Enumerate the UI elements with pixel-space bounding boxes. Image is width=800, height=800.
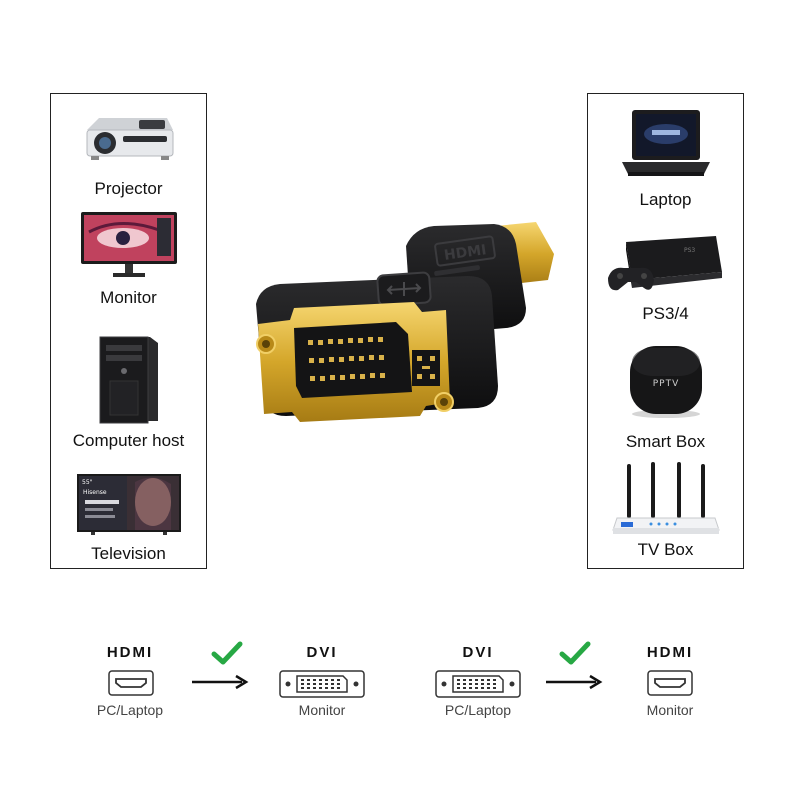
from-caption: PC/Laptop bbox=[96, 702, 164, 718]
checkmark-icon bbox=[211, 641, 243, 665]
device-smart-box: PPTV Smart Box bbox=[588, 342, 743, 452]
projector-icon bbox=[86, 118, 173, 160]
laptop-icon bbox=[621, 110, 710, 176]
checkmark-icon bbox=[559, 641, 591, 665]
device-label: Television bbox=[91, 544, 166, 563]
monitor-icon bbox=[80, 212, 177, 277]
device-game-console: PS3 PS3/4 bbox=[588, 226, 743, 331]
device-computer-host: Computer host bbox=[51, 331, 206, 456]
device-monitor: Monitor bbox=[51, 212, 206, 312]
tv-brand-text: Hisense bbox=[83, 489, 107, 496]
target-devices-panel: Laptop PS3 PS3/4 PPTV Smart Box bbox=[587, 93, 744, 569]
from-title: DVI bbox=[462, 644, 494, 661]
conversion-dvi-to-hdmi: DVI PC/Laptop HDMI Monitor bbox=[418, 640, 748, 730]
smart-box-icon: PPTV bbox=[629, 346, 702, 418]
device-television: 55" Hisense Television bbox=[51, 470, 206, 568]
from-caption: PC/Laptop bbox=[444, 702, 512, 718]
dvi-port-icon bbox=[435, 670, 521, 698]
hdmi-port-icon bbox=[647, 670, 693, 696]
device-label: Computer host bbox=[72, 431, 185, 450]
from-title: HDMI bbox=[106, 644, 154, 661]
device-label: Smart Box bbox=[625, 432, 706, 451]
hdmi-mark: HDMI bbox=[443, 242, 487, 264]
game-console-icon: PS3 bbox=[607, 236, 722, 291]
device-laptop: Laptop bbox=[588, 108, 743, 218]
svg-text:PS3: PS3 bbox=[684, 247, 695, 254]
smart-box-brand-text: PPTV bbox=[652, 379, 679, 389]
arrow-right-icon bbox=[546, 674, 603, 690]
device-label: TV Box bbox=[637, 540, 694, 559]
computer-tower-icon bbox=[99, 336, 158, 424]
dvi-port-icon bbox=[279, 670, 365, 698]
tv-size-text: 55" bbox=[82, 479, 93, 486]
to-caption: Monitor bbox=[298, 702, 346, 718]
device-label: Laptop bbox=[639, 190, 692, 209]
hdmi-to-dvi-adapter-image: HDMI bbox=[256, 222, 554, 422]
device-label: PS3/4 bbox=[642, 304, 689, 323]
conversion-hdmi-to-dvi: HDMI PC/Laptop DVI Monitor bbox=[70, 640, 400, 730]
device-tv-box: TV Box bbox=[588, 462, 743, 568]
hdmi-port-icon bbox=[108, 670, 154, 696]
to-title: DVI bbox=[306, 644, 338, 661]
source-devices-panel: Projector Monitor Computer host bbox=[50, 93, 207, 569]
device-label: Projector bbox=[94, 179, 163, 198]
arrow-right-icon bbox=[192, 674, 249, 690]
device-label: Monitor bbox=[100, 288, 157, 307]
router-icon bbox=[611, 462, 720, 534]
television-icon: 55" Hisense bbox=[76, 474, 181, 535]
to-title: HDMI bbox=[646, 644, 694, 661]
to-caption: Monitor bbox=[646, 702, 694, 718]
device-projector: Projector bbox=[51, 106, 206, 211]
